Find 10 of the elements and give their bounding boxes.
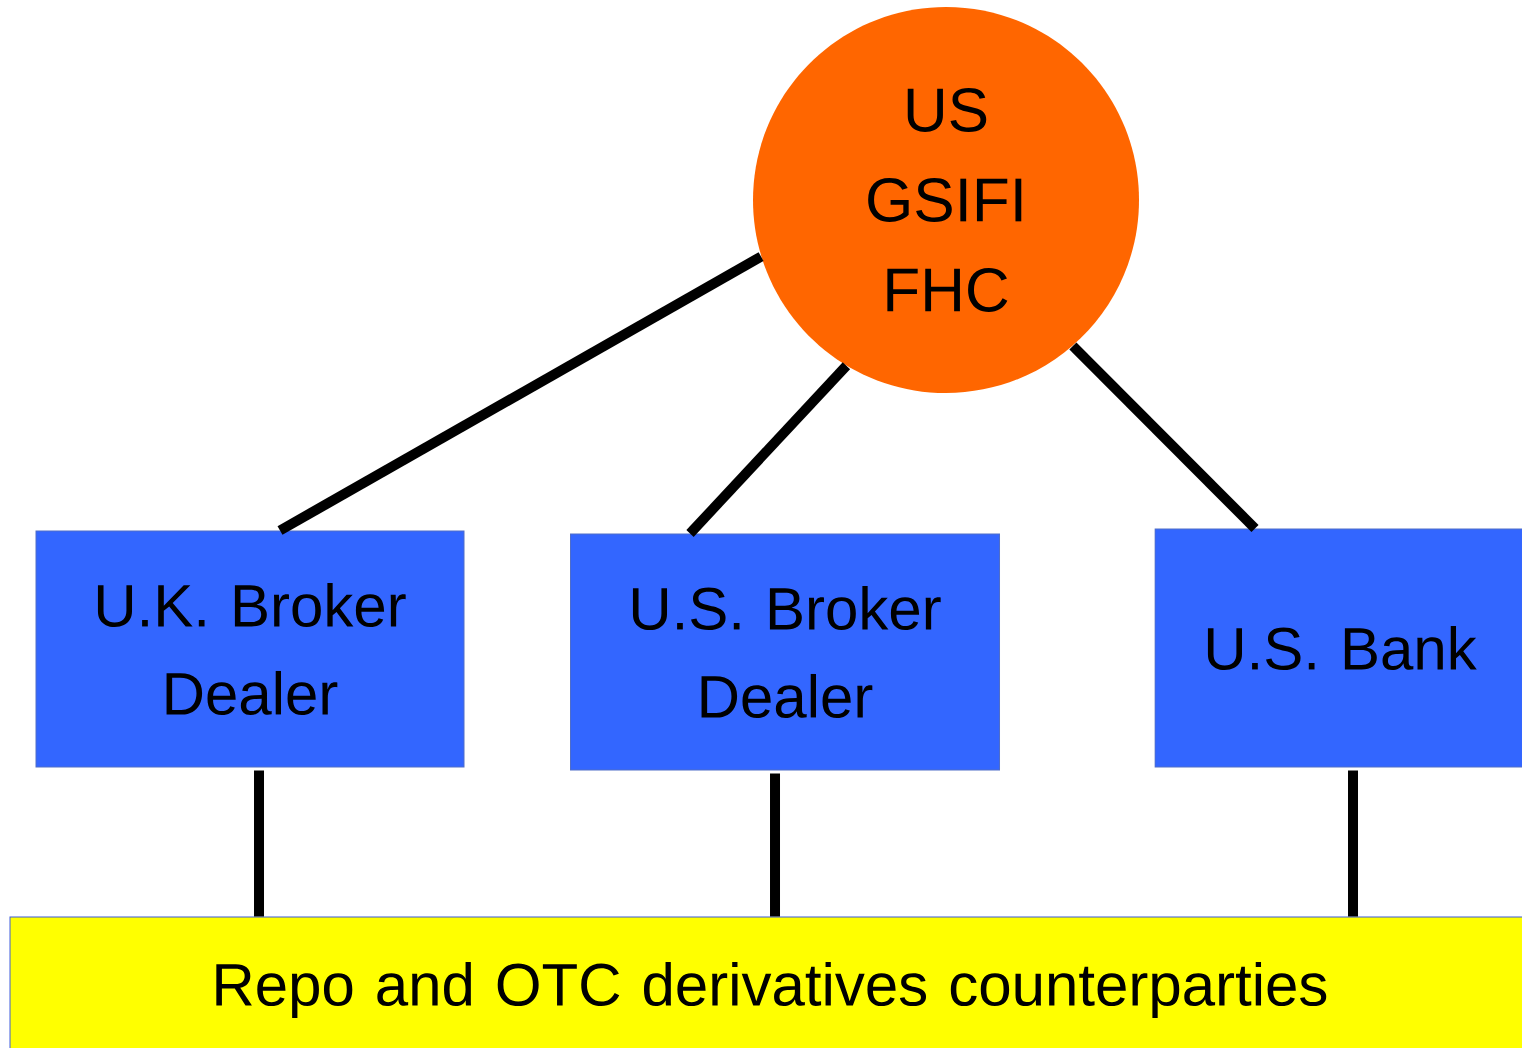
- connector-line: [686, 362, 851, 537]
- subsidiary-box: U.S. Broker Dealer: [570, 533, 1000, 771]
- counterparties-band: Repo and OTC derivatives counterparties: [9, 916, 1522, 1048]
- connector-line: [1069, 342, 1259, 533]
- connector-line: [770, 773, 780, 917]
- subsidiary-box: U.K. Broker Dealer: [35, 530, 465, 768]
- subsidiary-box: U.S. Bank: [1154, 528, 1522, 768]
- connector-line: [1348, 770, 1358, 917]
- connector-line: [254, 770, 264, 917]
- connector-line: [277, 252, 764, 535]
